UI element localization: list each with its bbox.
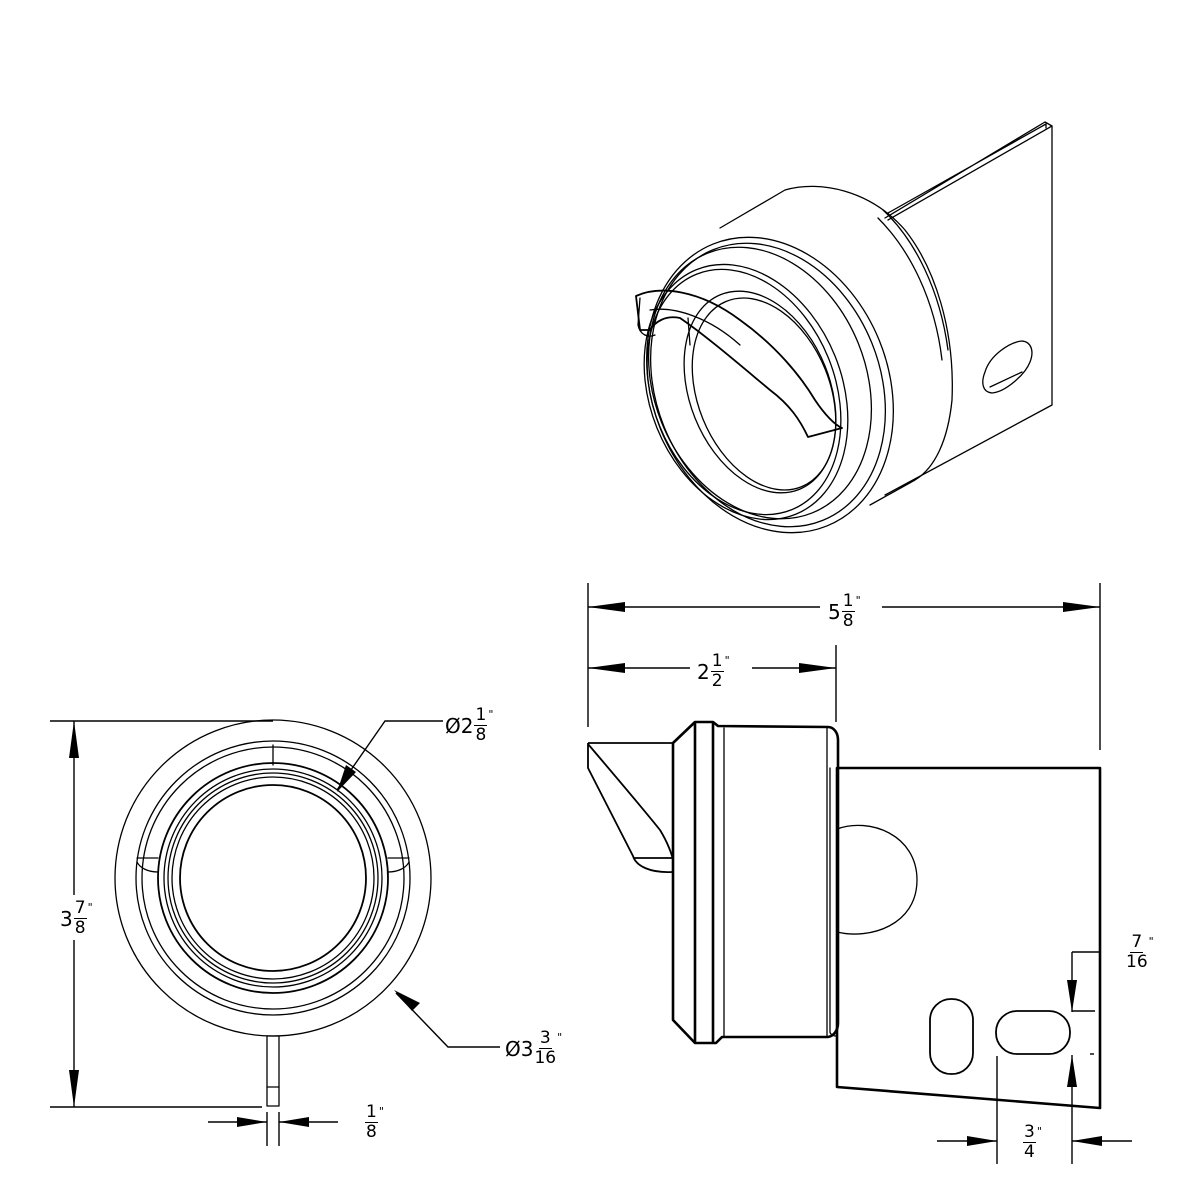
dim-numerator: 7 — [73, 898, 87, 919]
dim-denominator: 4 — [1024, 1142, 1035, 1162]
iso-plate-slot — [982, 340, 1033, 394]
side-bracket-plate — [835, 766, 1102, 1110]
dim-whole: 2 — [697, 659, 710, 684]
dim-unit: " — [87, 901, 93, 914]
dim-denominator: 2 — [711, 671, 723, 691]
dim-denominator: 16 — [534, 1048, 557, 1068]
dim-unit: " — [557, 1031, 563, 1044]
dim-numerator: 1 — [710, 651, 724, 672]
dim-unit: " — [855, 594, 861, 607]
front-lip-circle — [157, 762, 389, 994]
dim-numerator: 7 — [1130, 932, 1144, 953]
iso-mounting-plate — [884, 121, 1053, 496]
dim-whole: 3 — [60, 906, 73, 931]
dim-whole: 2 — [460, 713, 474, 738]
isometric-view — [635, 121, 1053, 534]
side-view — [587, 720, 1102, 1110]
dim-whole: 5 — [828, 599, 841, 624]
dim-denominator: 16 — [1126, 952, 1148, 972]
side-half-circle — [836, 824, 918, 935]
front-pin — [266, 1035, 280, 1107]
dim-denominator: 8 — [74, 918, 86, 938]
dim-denominator: 8 — [475, 725, 487, 745]
side-flange — [671, 720, 840, 1045]
dim-numerator: 1 — [474, 705, 488, 726]
diameter-symbol: Ø — [445, 713, 461, 738]
dimension-lines — [50, 583, 1132, 1164]
iso-spout — [635, 289, 843, 438]
side-horizontal-slot — [995, 1010, 1071, 1055]
front-outer-circle — [114, 719, 432, 1037]
dim-denominator: 8 — [842, 611, 854, 631]
front-view — [114, 719, 432, 1107]
side-spout — [587, 742, 674, 873]
iso-cylinder-body — [719, 185, 953, 506]
iso-front-lip — [643, 263, 849, 521]
side-vertical-slot — [929, 998, 974, 1075]
dim-whole: 3 — [520, 1036, 534, 1061]
dim-unit: " — [1036, 1125, 1042, 1138]
dim-numerator: 1 — [365, 1102, 378, 1123]
dim-numerator: 3 — [1023, 1122, 1036, 1143]
dim-denominator: 8 — [366, 1122, 377, 1142]
dim-unit: " — [488, 708, 494, 721]
dim-numerator: 1 — [841, 591, 855, 612]
dim-unit: " — [1148, 935, 1154, 948]
dim-unit: " — [724, 654, 730, 667]
dim-numerator: 3 — [538, 1028, 552, 1049]
front-bore-circle — [163, 768, 383, 988]
dim-unit: " — [378, 1105, 384, 1118]
iso-inner-bore — [683, 290, 837, 494]
diameter-symbol: Ø — [505, 1036, 521, 1061]
